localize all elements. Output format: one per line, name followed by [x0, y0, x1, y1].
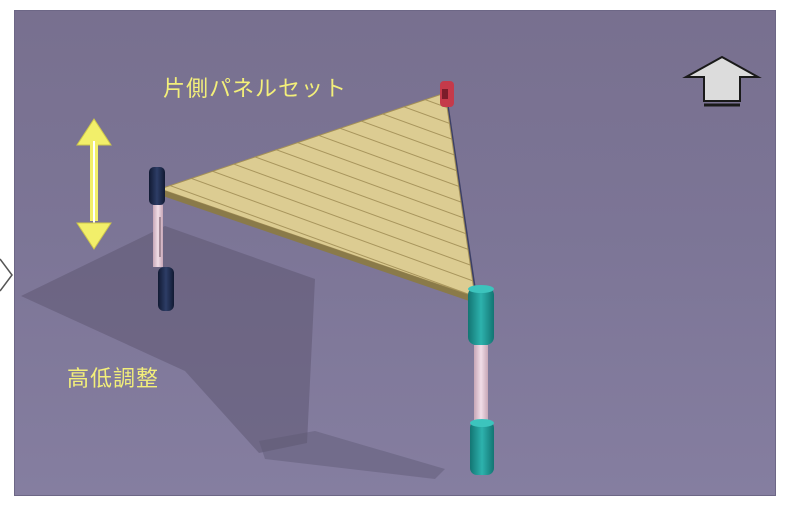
- deck-illustration: [21, 81, 494, 479]
- left-pole: [153, 205, 163, 267]
- post-shadow: [259, 431, 445, 479]
- front-post-top: [468, 287, 494, 345]
- left-edge-tab-icon[interactable]: [0, 255, 14, 295]
- front-post-top-rim: [468, 285, 494, 293]
- front-post-base: [470, 421, 494, 475]
- front-post-base-rim: [470, 419, 494, 427]
- scene-frame: 片側パネルセット 高低調整: [14, 10, 776, 496]
- front-pole: [474, 345, 488, 423]
- left-post-base: [158, 267, 174, 311]
- deck-shadow: [21, 226, 315, 453]
- left-post-top: [149, 167, 165, 205]
- deck-panel-edge: [160, 189, 475, 303]
- back-post-shade: [442, 89, 448, 99]
- height-adjust-arrow-icon: [76, 118, 112, 250]
- left-pole-shade: [159, 217, 161, 257]
- panel-set-label: 片側パネルセット: [163, 77, 348, 102]
- up-arrow-icon[interactable]: [682, 55, 762, 107]
- height-adjust-label: 高低調整: [67, 367, 160, 392]
